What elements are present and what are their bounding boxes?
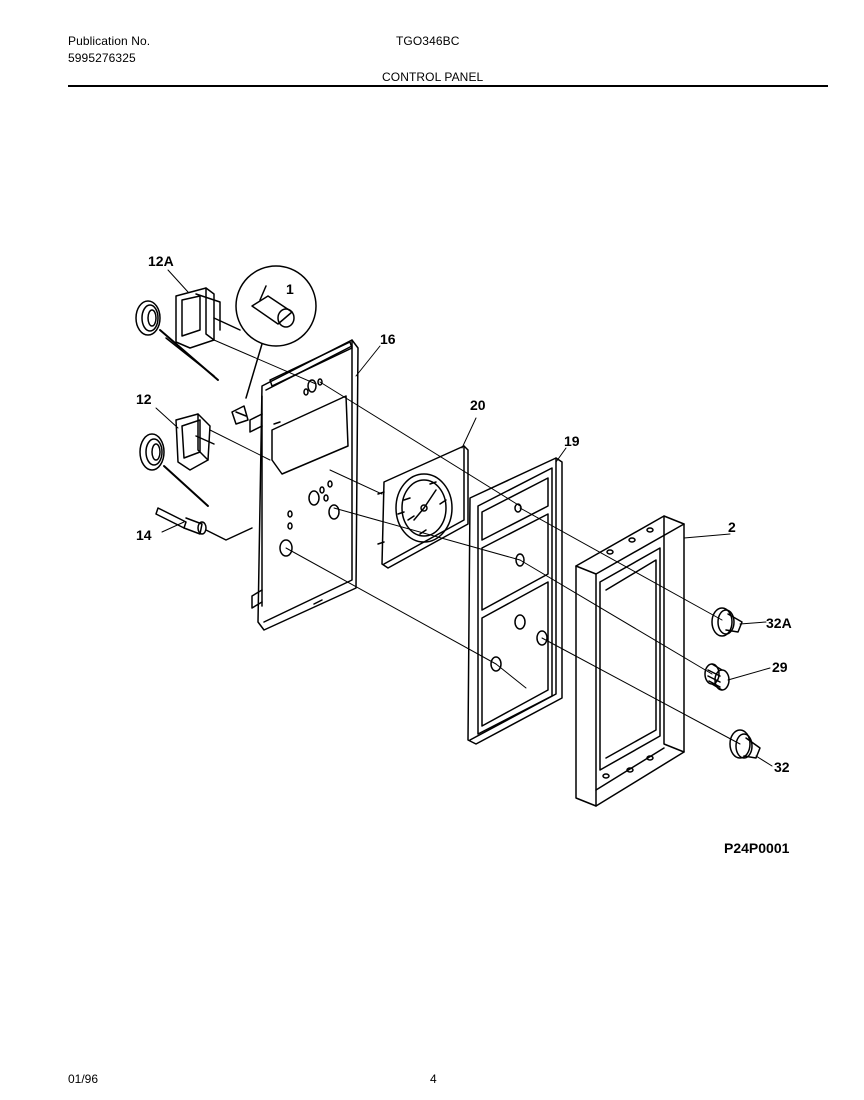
- knob-29: [704, 663, 730, 691]
- callout-20: 20: [470, 397, 486, 413]
- callout-12a: 12A: [148, 253, 174, 269]
- thermostat-12: [139, 413, 215, 507]
- footer-date: 01/96: [68, 1072, 99, 1086]
- callout-32: 32: [774, 759, 790, 775]
- callout-2: 2: [728, 519, 736, 535]
- callout-14: 14: [136, 527, 152, 543]
- frame-2: [575, 515, 685, 807]
- detail-circle-1: [235, 265, 317, 399]
- thermostat-12a: [135, 287, 241, 381]
- callout-29: 29: [772, 659, 788, 675]
- callout-1: 1: [286, 281, 294, 297]
- publication-label: Publication No.: [68, 34, 151, 48]
- page-number: 4: [430, 1072, 437, 1086]
- clock-20: [377, 445, 469, 569]
- clip-part: [231, 405, 249, 425]
- leader-lines: [155, 269, 773, 767]
- callout-16: 16: [380, 331, 396, 347]
- overlay-19: [467, 457, 563, 745]
- callout-12: 12: [136, 391, 152, 407]
- callout-32a: 32A: [766, 615, 792, 631]
- control-panel-16: [249, 339, 359, 631]
- sensor-14: [155, 507, 253, 541]
- knob-32: [729, 729, 761, 759]
- publication-number: 5995276325: [68, 51, 136, 65]
- header-rule: [68, 85, 828, 87]
- model-number: TGO346BC: [396, 34, 460, 48]
- section-title: CONTROL PANEL: [382, 70, 484, 84]
- knob-32a: [711, 607, 743, 637]
- alignment-lines: [209, 339, 741, 745]
- callout-19: 19: [564, 433, 580, 449]
- figure-code: P24P0001: [724, 840, 790, 856]
